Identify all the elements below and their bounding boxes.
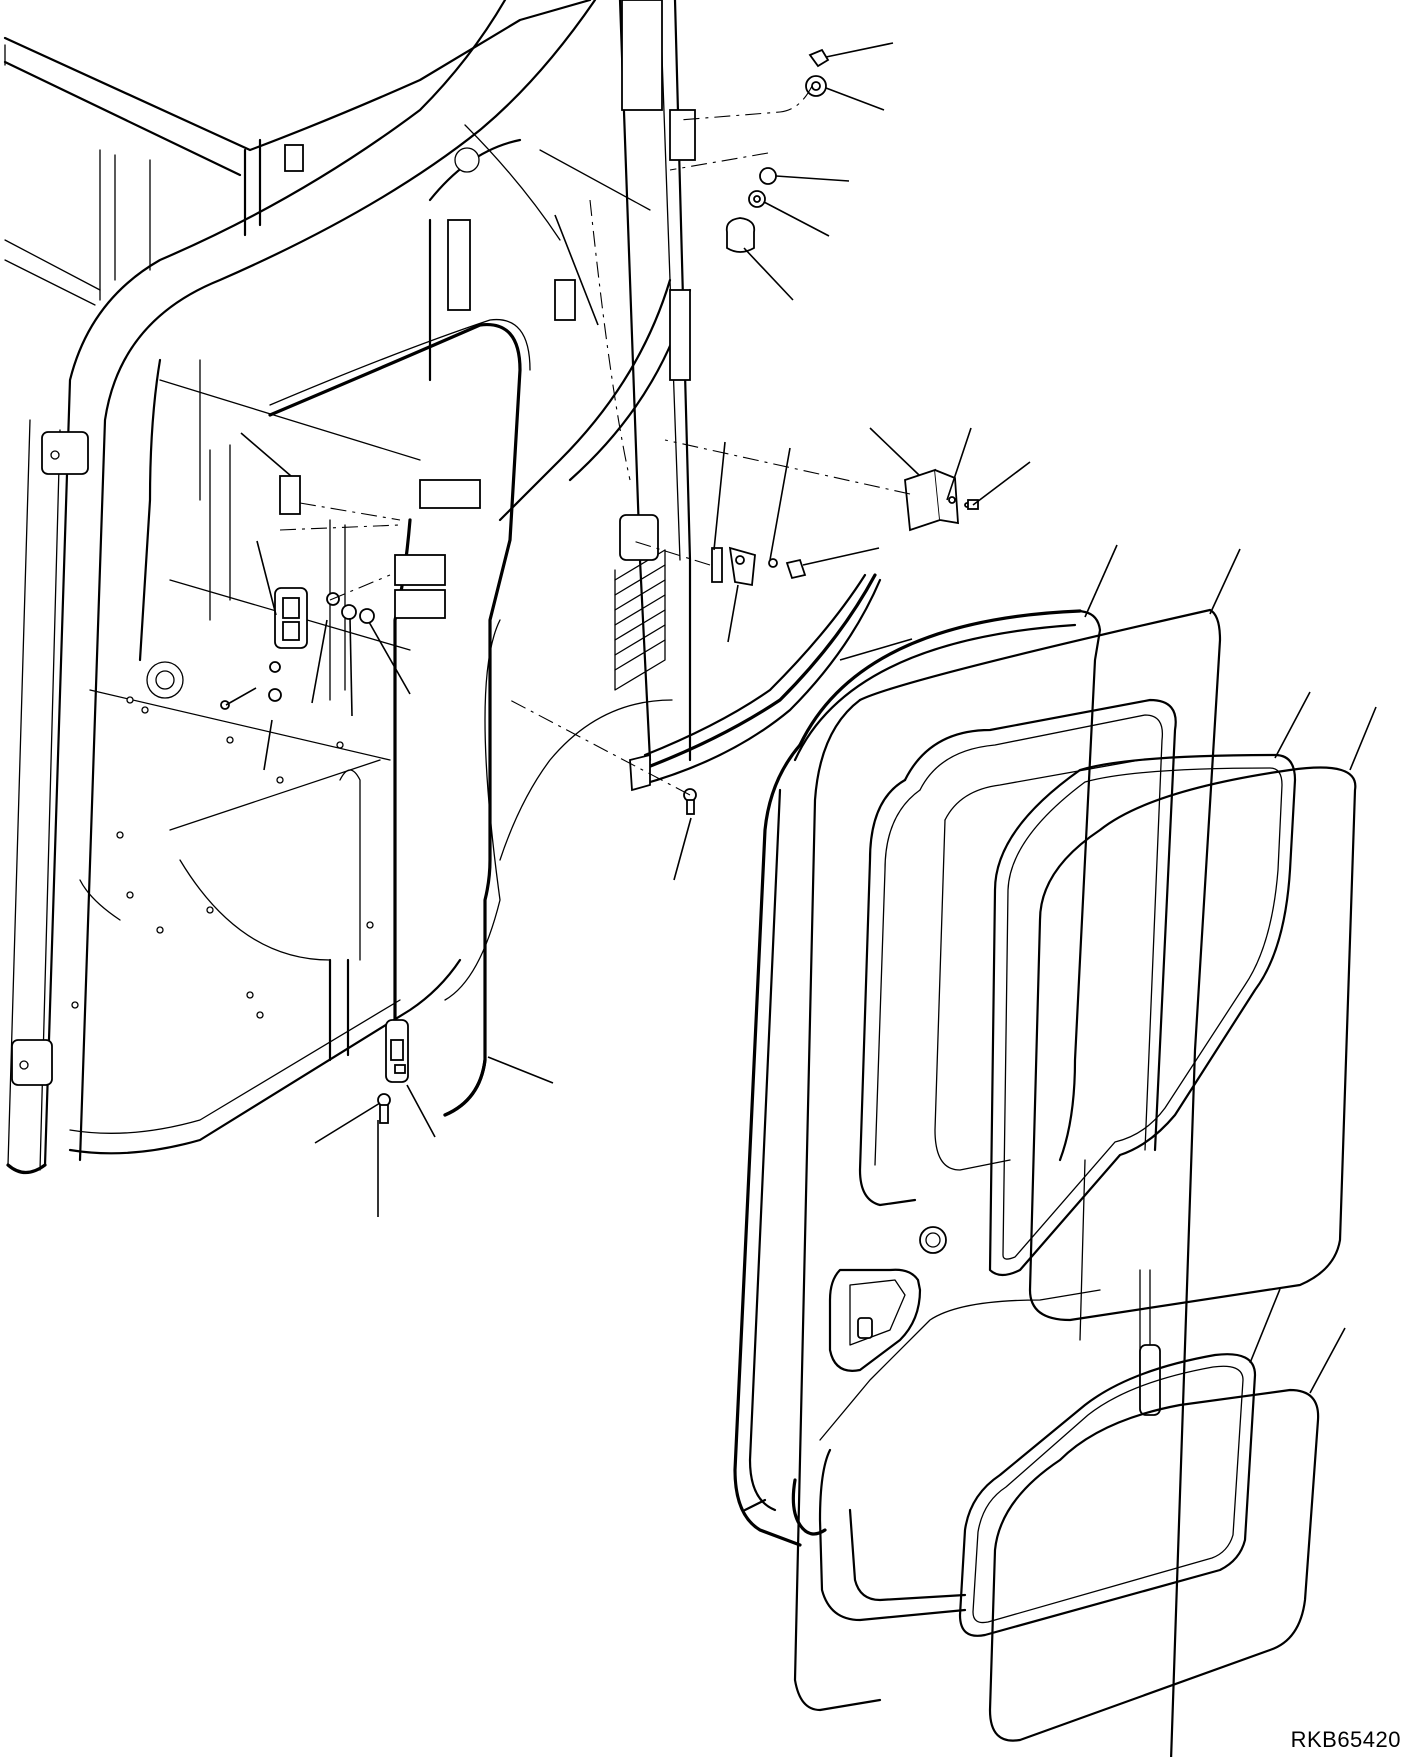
bracket-plates bbox=[279, 475, 481, 619]
alignment-lines bbox=[279, 85, 911, 796]
door-striker bbox=[274, 587, 409, 1083]
door-rail bbox=[629, 573, 882, 792]
door-opening-seal bbox=[268, 318, 531, 1117]
callout-leaders bbox=[225, 42, 1377, 1394]
door-weather-strip bbox=[443, 619, 673, 1117]
door-panel bbox=[733, 608, 1222, 1757]
fasteners-left bbox=[220, 592, 697, 1124]
upper-glass-seal bbox=[988, 753, 1297, 1277]
drawing-reference-code: RKB65420 bbox=[1290, 1727, 1401, 1752]
door-stopper-parts bbox=[725, 48, 979, 532]
cab-frame bbox=[3, 0, 696, 1175]
door-lock-parts bbox=[711, 546, 807, 587]
lower-glass-pane bbox=[988, 1388, 1320, 1742]
lower-glass-seal bbox=[958, 1353, 1257, 1637]
upper-glass-pane bbox=[1028, 766, 1357, 1322]
